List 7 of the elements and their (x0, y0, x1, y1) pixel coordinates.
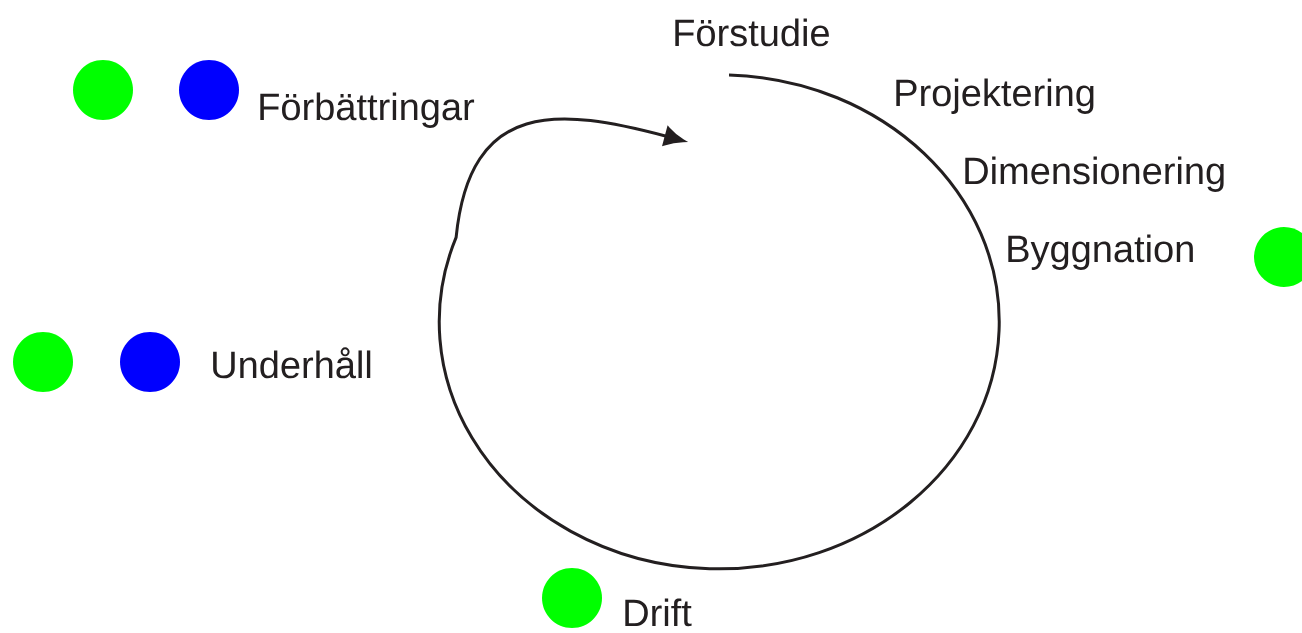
phase-label: Förbättringar (260, 92, 475, 128)
phase-label: Underhåll (213, 347, 371, 379)
phase-label: Dimensionering (965, 156, 1224, 192)
phase-label: Projektering (896, 78, 1094, 114)
phase-label: Drift (625, 598, 692, 627)
phase-label: Byggnation (1008, 234, 1193, 270)
phase-label: Förstudie (675, 18, 829, 47)
